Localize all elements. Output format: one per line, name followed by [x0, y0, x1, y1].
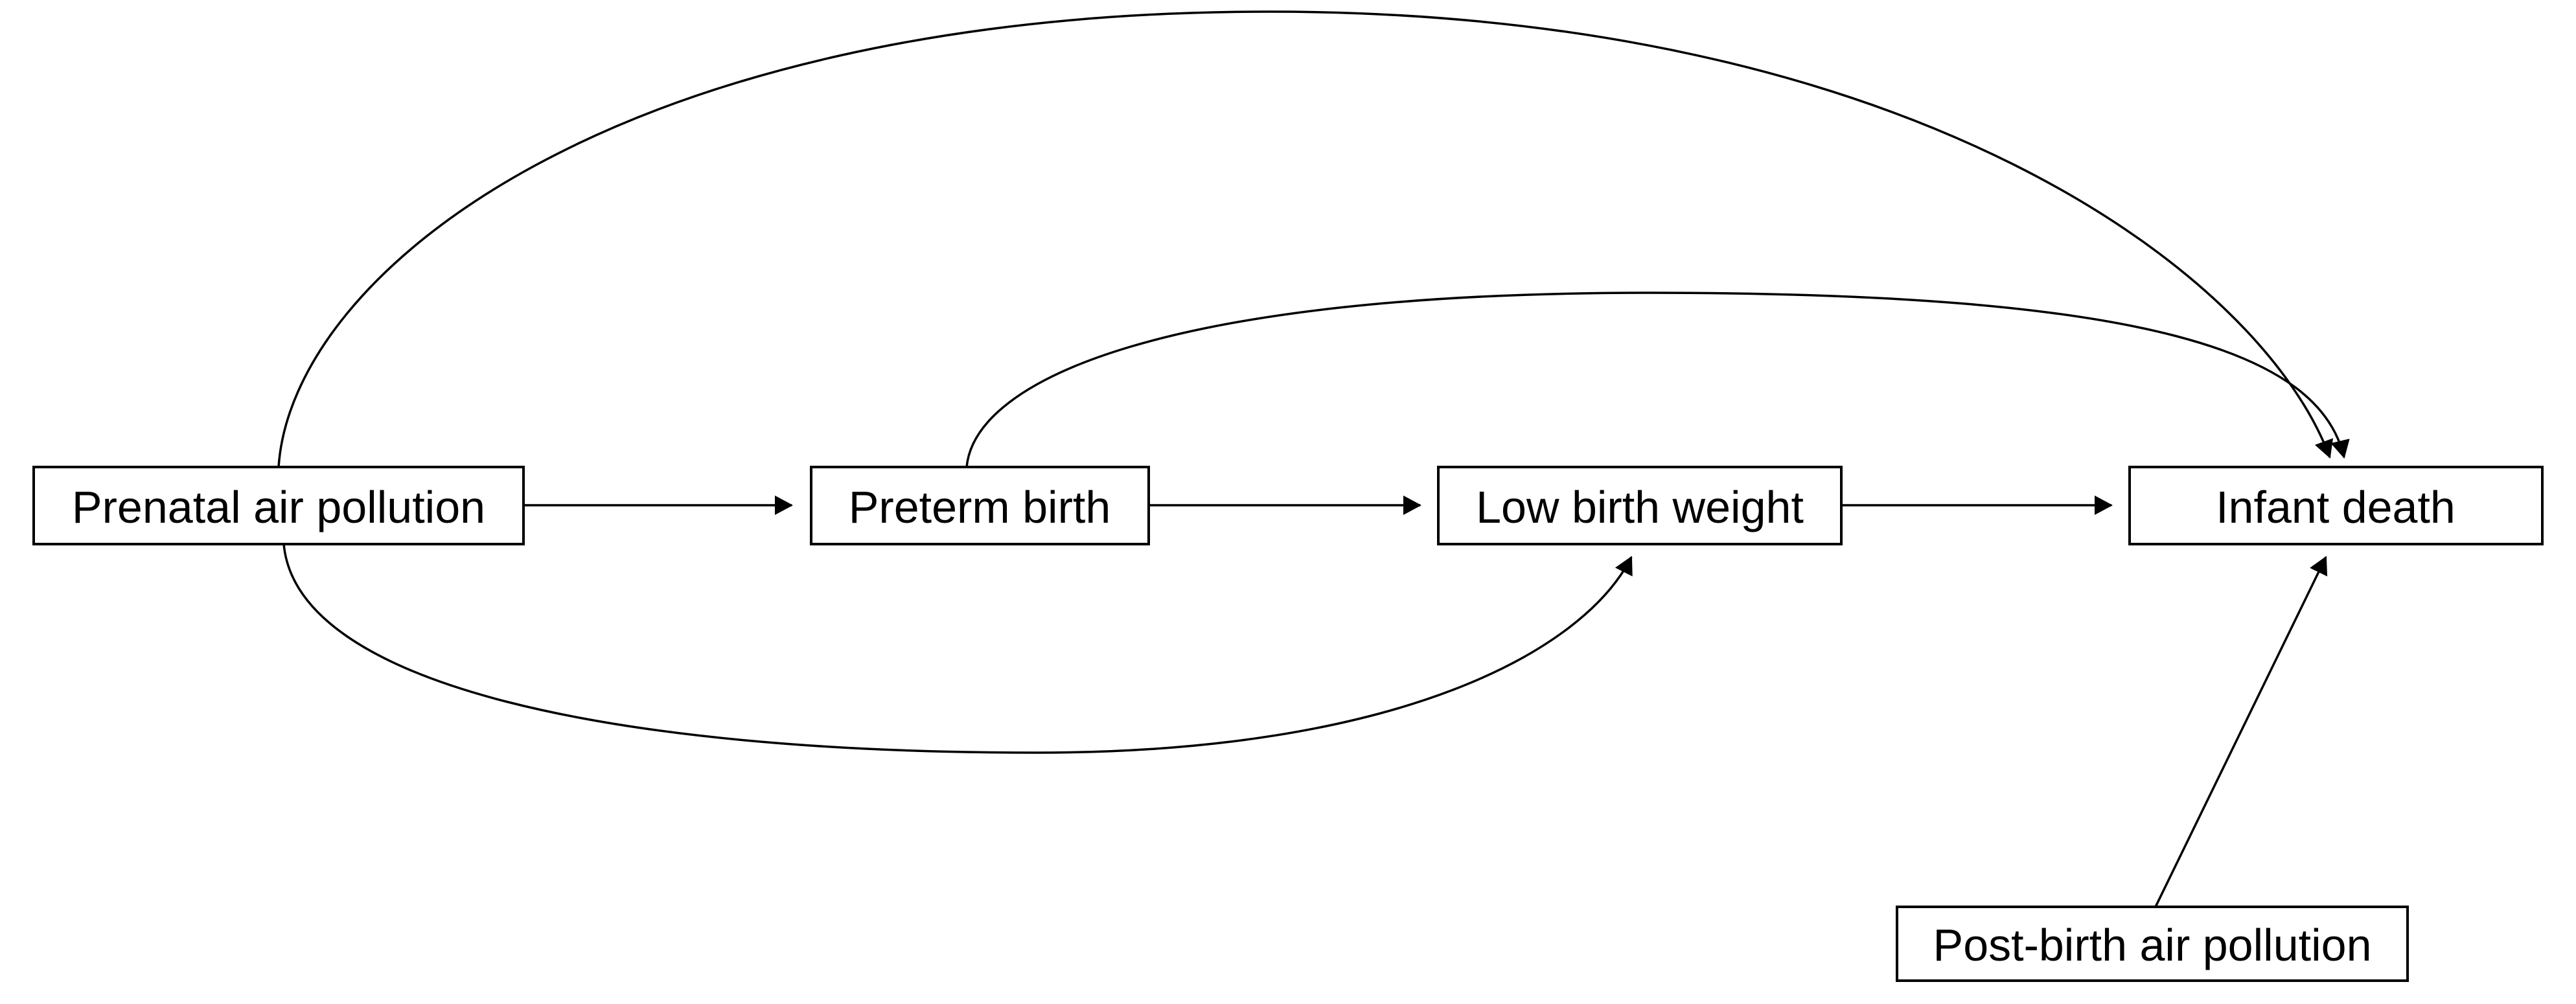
node-label: Preterm birth	[849, 482, 1111, 532]
node-post-birth-air-pollution: Post-birth air pollution	[1896, 906, 2409, 982]
node-box	[32, 466, 525, 545]
node-box	[2128, 466, 2544, 545]
node-box	[1437, 466, 1843, 545]
edge-prenatal-to-low-birth-weight-arc	[282, 543, 1633, 754]
node-label: Low birth weight	[1476, 482, 1804, 532]
node-box	[810, 466, 1150, 545]
node-label: Infant death	[2216, 482, 2455, 532]
node-box	[1896, 906, 2409, 982]
node-infant-death: Infant death	[2128, 466, 2544, 545]
node-label: Post-birth air pollution	[1933, 920, 2372, 970]
edge-postbirth-to-infant-death	[2154, 556, 2328, 907]
node-prenatal-air-pollution: Prenatal air pollution	[32, 466, 525, 545]
node-preterm-birth: Preterm birth	[810, 466, 1150, 545]
node-low-birth-weight: Low birth weight	[1437, 466, 1843, 545]
edge-preterm-to-infant-death-arc	[965, 291, 2350, 468]
node-label: Prenatal air pollution	[72, 482, 485, 532]
edge-prenatal-to-infant-death-arc	[277, 10, 2333, 468]
